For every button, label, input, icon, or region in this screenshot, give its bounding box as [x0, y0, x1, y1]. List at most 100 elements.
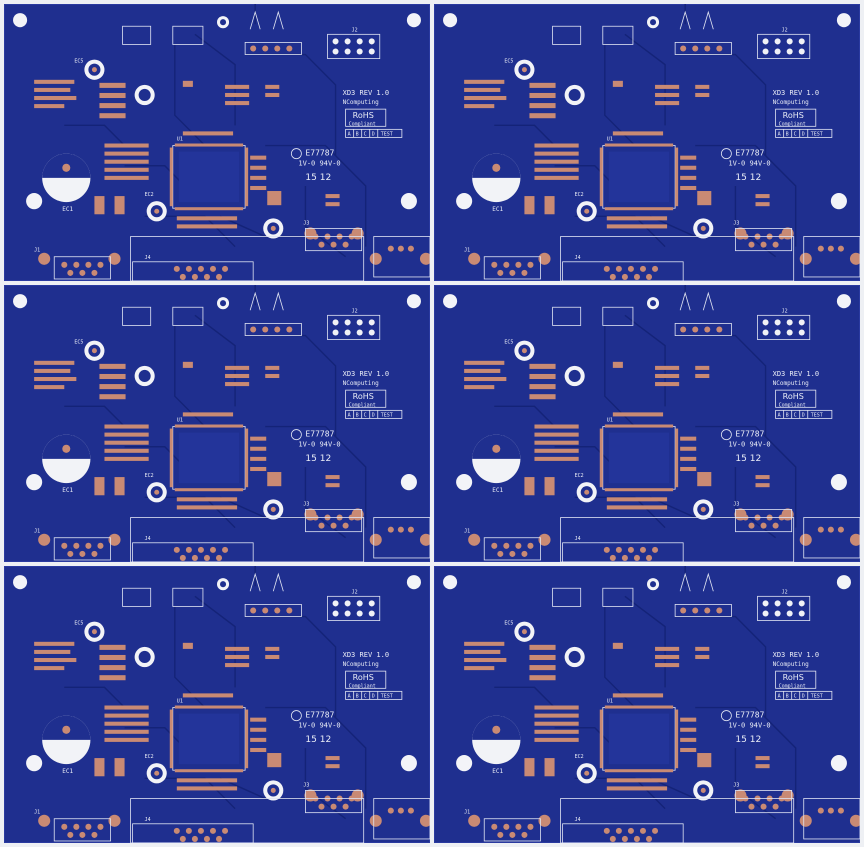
capacitor-ec1: EC1	[42, 153, 91, 213]
connectors-top-left	[552, 297, 660, 326]
svg-text:EC5: EC5	[74, 59, 83, 65]
pcb-board-r2c2: EC1 EC5 EC2	[434, 285, 860, 562]
svg-text:EC1: EC1	[492, 487, 503, 494]
capacitor-ec2: EC2	[145, 473, 167, 503]
svg-text:D: D	[802, 412, 805, 418]
capacitor-ec2: EC2	[575, 473, 597, 503]
header-j2: J2	[327, 308, 381, 340]
pcb-board-r2c1: EC1 EC5 EC2	[4, 285, 430, 562]
svg-text:15 12: 15 12	[305, 454, 331, 464]
svg-text:RoHS: RoHS	[783, 111, 804, 120]
capacitor-ec1: EC1	[472, 715, 521, 775]
connector-j1: J1	[34, 248, 111, 280]
connectors-top-left	[552, 16, 660, 45]
svg-text:XD3 REV 1.0: XD3 REV 1.0	[343, 88, 390, 97]
svg-text:EC2: EC2	[575, 754, 584, 760]
capacitor-ec2: EC2	[575, 754, 597, 784]
svg-text:Compliant: Compliant	[779, 683, 806, 689]
svg-text:D: D	[802, 131, 805, 137]
svg-text:EC5: EC5	[504, 59, 513, 65]
qfp-chip-u1: U1	[169, 136, 249, 211]
svg-text:J1: J1	[34, 810, 40, 816]
connector-j4: J4	[132, 536, 254, 562]
svg-text:U1: U1	[607, 136, 613, 142]
svg-text:EC5: EC5	[504, 340, 513, 346]
test-grid: A B C D TEST	[775, 409, 833, 419]
svg-text:EC1: EC1	[62, 206, 73, 213]
svg-text:J3: J3	[733, 501, 739, 507]
mounting-holes	[443, 294, 860, 546]
board-outline	[130, 798, 365, 843]
connectors-top-left	[552, 578, 660, 607]
capacitor-ec1: EC1	[472, 153, 521, 213]
svg-text:15 12: 15 12	[305, 735, 331, 745]
svg-text:1V-0 94V-0: 1V-0 94V-0	[298, 721, 340, 730]
silkscreen-markings: XD3 REV 1.0 NComputing RoHS Compliant A …	[720, 369, 833, 464]
board-outline	[130, 236, 365, 281]
svg-text:EC2: EC2	[145, 192, 154, 198]
svg-text:NComputing: NComputing	[773, 380, 810, 387]
pcb-board-r1c2: EC1 EC5 EC2	[434, 4, 860, 281]
header-top-mid	[674, 572, 732, 617]
header-j2: J2	[757, 589, 811, 621]
qfp-chip-u1: U1	[599, 417, 679, 492]
capacitor-small	[564, 365, 714, 520]
svg-text:D: D	[802, 693, 805, 699]
svg-text:J2: J2	[782, 589, 788, 595]
svg-text:NComputing: NComputing	[773, 99, 810, 106]
svg-text:C: C	[364, 412, 367, 418]
svg-text:J3: J3	[303, 220, 309, 226]
capacitor-ec5: EC5	[504, 59, 535, 80]
svg-text:J4: J4	[575, 817, 581, 823]
svg-text:1V-0 94V-0: 1V-0 94V-0	[298, 440, 340, 449]
capacitor-ec1: EC1	[42, 715, 91, 775]
smd-pad-clusters	[34, 79, 340, 229]
header-j2: J2	[327, 27, 381, 59]
pcb-board-artwork: EC1 EC5 EC2	[443, 4, 860, 281]
connector-bottom-right	[373, 798, 430, 840]
svg-text:C: C	[364, 693, 367, 699]
svg-text:EC2: EC2	[145, 754, 154, 760]
svg-text:U1: U1	[607, 698, 613, 704]
svg-text:EC5: EC5	[74, 621, 83, 627]
svg-text:B: B	[786, 131, 789, 137]
svg-text:A: A	[778, 412, 781, 418]
svg-text:B: B	[356, 693, 359, 699]
connectors-top-left	[122, 297, 230, 326]
svg-text:EC1: EC1	[492, 768, 503, 775]
svg-text:E77787: E77787	[735, 430, 764, 439]
svg-text:TEST: TEST	[381, 693, 393, 699]
svg-text:1V-0 94V-0: 1V-0 94V-0	[728, 159, 770, 168]
pcb-board-artwork: EC1 EC5 EC2	[13, 285, 430, 562]
svg-text:A: A	[778, 131, 781, 137]
connector-bottom-right	[803, 236, 860, 278]
svg-text:E77787: E77787	[305, 149, 334, 158]
smd-pad-clusters	[34, 641, 340, 791]
header-top-mid	[674, 291, 732, 336]
svg-text:B: B	[786, 412, 789, 418]
svg-text:J2: J2	[352, 589, 358, 595]
svg-text:J1: J1	[464, 810, 470, 816]
svg-text:EC2: EC2	[575, 192, 584, 198]
qfp-chip-u1: U1	[599, 136, 679, 211]
capacitor-small	[134, 646, 284, 801]
silkscreen-markings: XD3 REV 1.0 NComputing RoHS Compliant A …	[290, 88, 403, 183]
svg-text:B: B	[786, 693, 789, 699]
pcb-board-r1c1: EC1 EC5 EC2	[4, 4, 430, 281]
svg-text:EC1: EC1	[62, 768, 73, 775]
svg-text:D: D	[372, 412, 375, 418]
svg-text:A: A	[778, 693, 781, 699]
svg-text:C: C	[794, 693, 797, 699]
svg-text:J4: J4	[145, 817, 151, 823]
capacitor-small	[564, 646, 714, 801]
svg-text:E77787: E77787	[305, 430, 334, 439]
svg-text:RoHS: RoHS	[353, 392, 374, 401]
test-grid: A B C D TEST	[345, 409, 403, 419]
capacitor-small	[134, 84, 284, 239]
smd-pad-clusters	[464, 360, 770, 510]
svg-text:TEST: TEST	[811, 693, 823, 699]
svg-text:XD3 REV 1.0: XD3 REV 1.0	[343, 650, 390, 659]
svg-text:J4: J4	[575, 536, 581, 542]
header-j2: J2	[327, 589, 381, 621]
